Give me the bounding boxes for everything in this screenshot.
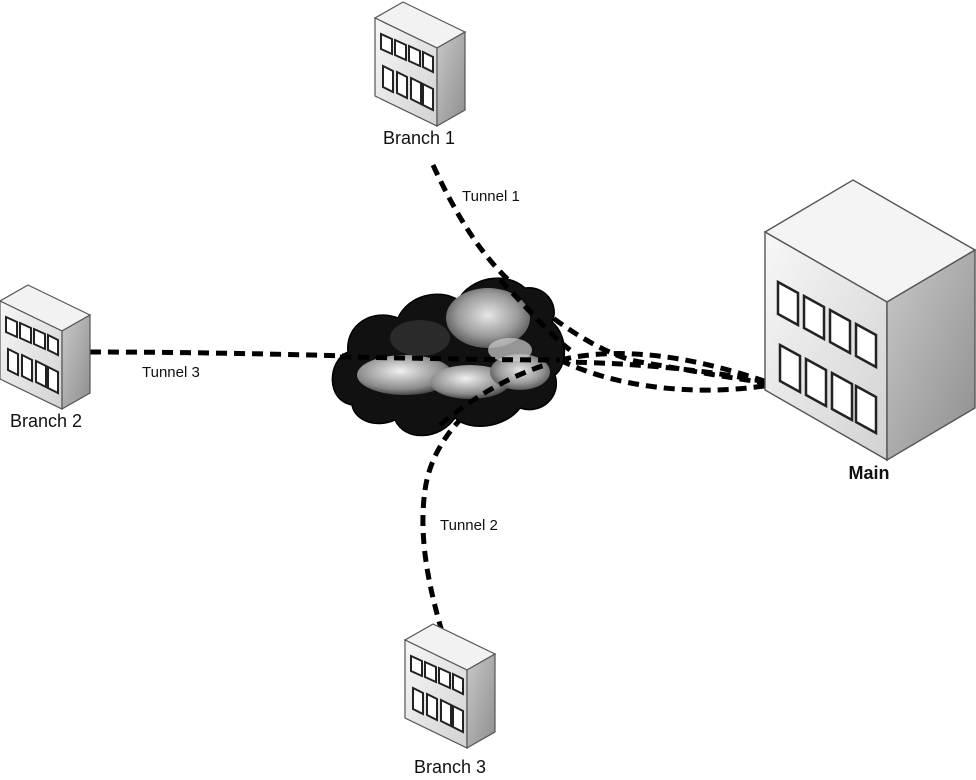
building-icon — [0, 284, 91, 410]
tunnel-2-label: Tunnel 2 — [440, 517, 498, 534]
branch-2-label: Branch 2 — [10, 411, 82, 431]
branch-3-node: Branch 3 — [404, 623, 496, 777]
branch-3-label: Branch 3 — [414, 757, 486, 777]
branch-2-node: Branch 2 — [0, 284, 91, 431]
building-icon — [763, 179, 976, 462]
branch-1-label: Branch 1 — [383, 128, 455, 148]
main-node: Main — [763, 179, 976, 483]
tunnel-1-return-line — [558, 357, 771, 393]
tunnel-3-label: Tunnel 3 — [142, 364, 200, 381]
tunnel-lines-over-cloud — [339, 278, 572, 427]
building-icon — [404, 623, 496, 749]
tunnel-1-line — [430, 163, 771, 386]
main-label: Main — [848, 463, 889, 483]
building-icon — [374, 1, 466, 127]
branch-1-node: Branch 1 — [374, 1, 466, 148]
tunnel-1-label: Tunnel 1 — [462, 188, 520, 205]
